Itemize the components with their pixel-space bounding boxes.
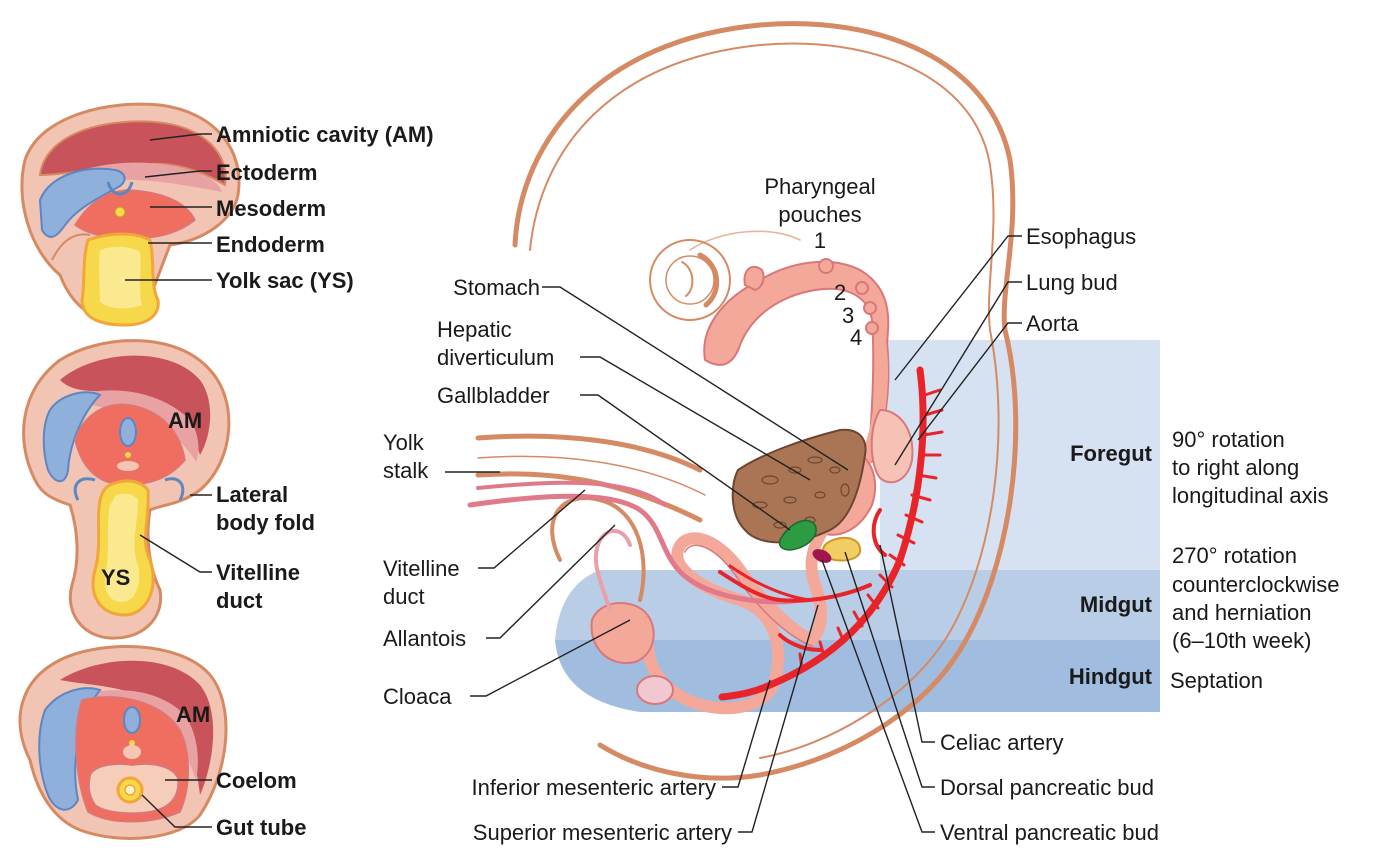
- label-vitelline-duct-1: Vitelline: [383, 556, 460, 581]
- label-yolk-sac: Yolk sac (YS): [216, 268, 354, 293]
- otic-arc-2: [682, 262, 692, 296]
- label-pharyngeal-pouches-2: pouches: [778, 202, 861, 227]
- label-vitelline-duct-2: duct: [383, 584, 425, 609]
- label-stomach: Stomach: [453, 275, 540, 300]
- label-ys-middle: YS: [101, 565, 130, 590]
- cs3-gut-tube-inner: [125, 785, 135, 795]
- label-dorsal-pancreatic-bud: Dorsal pancreatic bud: [940, 775, 1154, 800]
- pharyngeal-pouch-3: [864, 302, 876, 314]
- cs2-notochord: [117, 461, 139, 471]
- cross-section-top: [22, 104, 239, 325]
- label-inferior-mesenteric-artery: Inferior mesenteric artery: [471, 775, 716, 800]
- midgut-note-3: and herniation: [1172, 600, 1311, 625]
- cs2-neural-tube: [120, 418, 136, 446]
- organs: [733, 430, 866, 566]
- yolk-stalk-upper: [478, 436, 700, 470]
- label-am-middle: AM: [168, 408, 202, 433]
- label-endoderm: Endoderm: [216, 232, 325, 257]
- label-amniotic-cavity: Amniotic cavity (AM): [216, 122, 434, 147]
- cross-section-bottom: [20, 646, 226, 838]
- label-vitelline-duct-cs-2: duct: [216, 588, 263, 613]
- label-pouch-4: 4: [850, 325, 862, 350]
- label-lung-bud: Lung bud: [1026, 270, 1118, 295]
- label-hepatic-1: Hepatic: [437, 317, 512, 342]
- label-superior-mesenteric-artery: Superior mesenteric artery: [473, 820, 732, 845]
- label-pharyngeal-pouches-1: Pharyngeal: [764, 174, 875, 199]
- label-aorta: Aorta: [1026, 311, 1079, 336]
- cross-section-middle: [24, 341, 229, 639]
- cloacal-membrane: [637, 676, 673, 704]
- cs3-dorsal-mesentery: [123, 745, 141, 759]
- cs1-yolk-highlight: [99, 247, 142, 309]
- label-vitelline-duct-cs-1: Vitelline: [216, 560, 300, 585]
- label-am-bottom: AM: [176, 702, 210, 727]
- foregut-note-2: to right along: [1172, 455, 1299, 480]
- hindgut-note-1: Septation: [1170, 668, 1263, 693]
- midgut-note-1: 270° rotation: [1172, 543, 1297, 568]
- pharyngeal-pouch-1: [819, 259, 833, 273]
- label-yolk-stalk-1: Yolk: [383, 430, 425, 455]
- label-gut-tube: Gut tube: [216, 815, 306, 840]
- cs1-notochord: [115, 207, 125, 217]
- cs2-notochord-dot: [125, 452, 131, 458]
- embryo-inner-line: [690, 231, 800, 250]
- label-allantois: Allantois: [383, 626, 466, 651]
- label-celiac-artery: Celiac artery: [940, 730, 1063, 755]
- midgut-note-2: counterclockwise: [1172, 572, 1340, 597]
- otic-vesicle-inner: [666, 256, 714, 304]
- midgut-note-4: (6–10th week): [1172, 628, 1311, 653]
- cross-section-top-text: Amniotic cavity (AM) Ectoderm Mesoderm E…: [216, 122, 434, 293]
- label-ventral-pancreatic-bud: Ventral pancreatic bud: [940, 820, 1159, 845]
- label-hindgut: Hindgut: [1069, 664, 1153, 689]
- label-cloaca: Cloaca: [383, 684, 452, 709]
- label-mesoderm: Mesoderm: [216, 196, 326, 221]
- label-gallbladder: Gallbladder: [437, 383, 550, 408]
- pharyngeal-pouch-2: [856, 282, 868, 294]
- label-coelom: Coelom: [216, 768, 297, 793]
- pharyngeal-pouch-4: [866, 322, 878, 334]
- foregut-note-1: 90° rotation: [1172, 427, 1285, 452]
- label-pouch-1: 1: [814, 228, 826, 253]
- cs3-neural-tube: [124, 707, 140, 733]
- label-midgut: Midgut: [1080, 592, 1153, 617]
- label-ectoderm: Ectoderm: [216, 160, 317, 185]
- thyroid-bud: [744, 267, 763, 290]
- foregut-note-3: longitudinal axis: [1172, 483, 1329, 508]
- label-hepatic-2: diverticulum: [437, 345, 554, 370]
- label-pouch-2: 2: [834, 280, 846, 305]
- label-lateral-body-fold-2: body fold: [216, 510, 315, 535]
- label-lateral-body-fold-1: Lateral: [216, 482, 288, 507]
- otic-arc: [700, 255, 717, 305]
- label-esophagus: Esophagus: [1026, 224, 1136, 249]
- label-yolk-stalk-2: stalk: [383, 458, 429, 483]
- label-foregut: Foregut: [1070, 441, 1153, 466]
